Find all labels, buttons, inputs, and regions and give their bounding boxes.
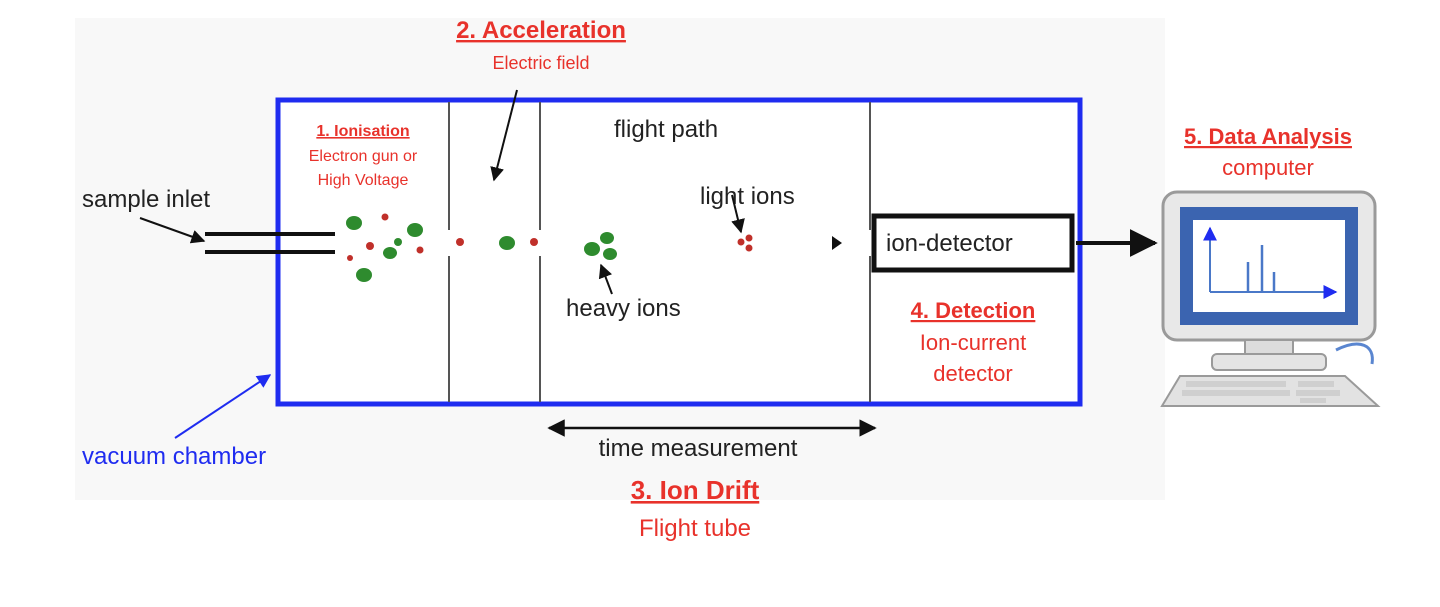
sample-inlet-arrow (139, 217, 206, 244)
heavy-ions-label: heavy ions (566, 295, 681, 322)
heavy-ions (584, 232, 617, 260)
acceleration-sub: Electric field (492, 53, 589, 73)
ionisation-heading: 1. Ionisation (316, 123, 409, 140)
monitor-neck (1244, 339, 1294, 356)
ion-direction-marker (832, 236, 842, 250)
flight-path-label: flight path (614, 116, 718, 143)
time-measurement-label: time measurement (599, 435, 798, 462)
keyboard-keys (1182, 381, 1340, 403)
detection-heading: 4. Detection (911, 298, 1036, 323)
ion-stream-acceleration (456, 236, 538, 250)
screen-plot-area (1193, 220, 1345, 312)
light-ions (737, 234, 753, 252)
ion-detector-label: ion-detector (886, 230, 1013, 257)
light-ions-label: light ions (700, 183, 795, 210)
acceleration-heading: 2. Acceleration (456, 17, 626, 44)
ion-detector-box (871, 213, 1075, 273)
mouse-cable (1335, 342, 1374, 365)
vacuum-chamber-arrow (174, 374, 272, 439)
electric-field-arrow (490, 89, 518, 182)
light-ions-arrow (731, 194, 745, 234)
computer-icon (1160, 190, 1381, 407)
ionisation-line-2: High Voltage (318, 172, 409, 189)
ionisation-line-1: Electron gun or (309, 148, 418, 165)
data-analysis-heading: 5. Data Analysis (1184, 124, 1352, 149)
ion-drift-heading: 3. Ion Drift (631, 475, 760, 505)
monitor-stand (1211, 353, 1327, 371)
detection-line-2: detector (933, 361, 1013, 386)
data-analysis-sub: computer (1222, 155, 1314, 180)
ion-drift-sub: Flight tube (639, 515, 751, 542)
heavy-ions-arrow (598, 263, 613, 295)
screen-spectrum-peaks (1246, 245, 1276, 292)
chamber-dividers (448, 102, 871, 402)
ion-cloud-ionisation (346, 213, 424, 282)
sample-inlet-label: sample inlet (82, 186, 210, 213)
sample-inlet-pipe (205, 232, 335, 254)
detection-line-1: Ion-current (920, 330, 1026, 355)
vacuum-chamber-label: vacuum chamber (82, 443, 266, 470)
